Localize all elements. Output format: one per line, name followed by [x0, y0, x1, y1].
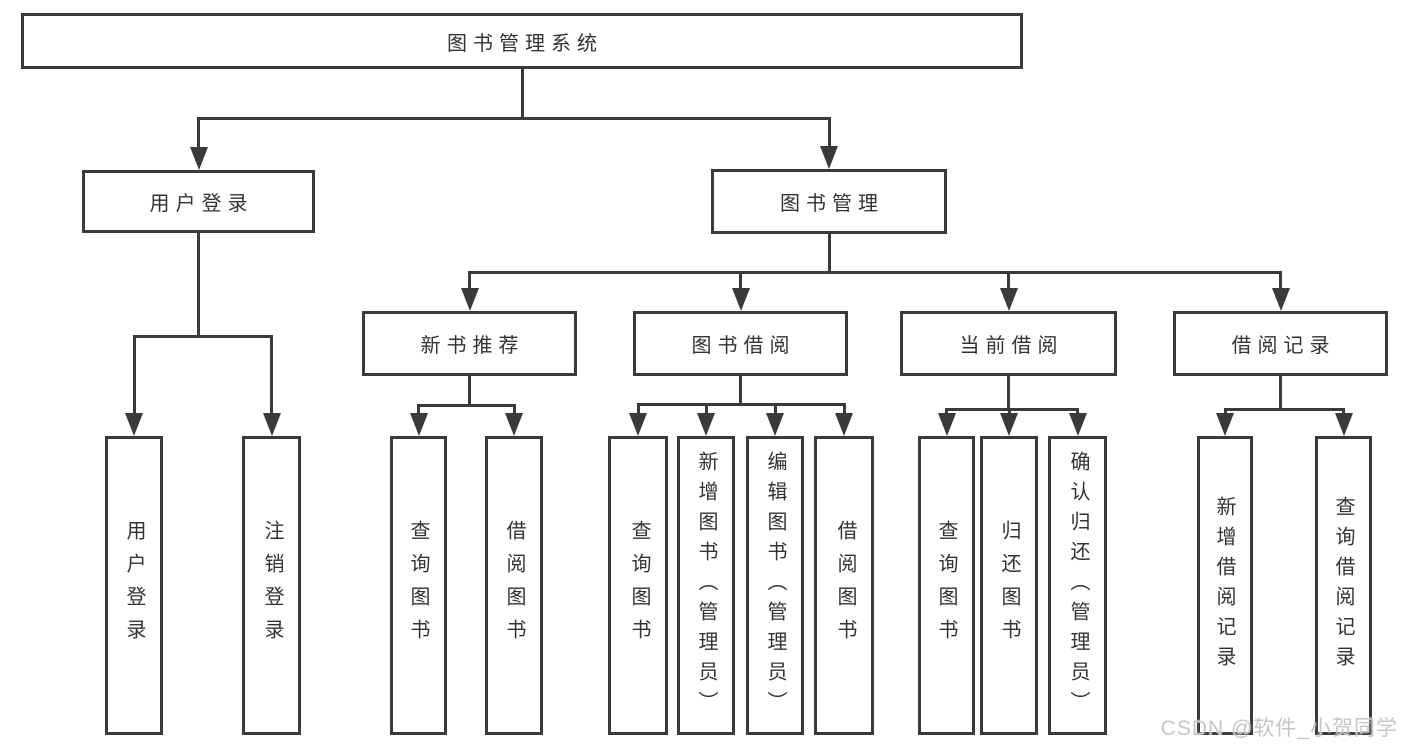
connector-line-vertical: [1007, 271, 1010, 289]
connector-line-horizontal: [132, 335, 273, 338]
node-leaf-query-books-borrow: 查询图书: [608, 436, 668, 735]
connector-line-vertical: [1007, 376, 1010, 411]
arrow-down-icon: [697, 413, 715, 436]
node-leaf-query-borrow-record: 查询借阅记录: [1315, 436, 1372, 735]
arrow-down-icon: [409, 413, 428, 436]
arrow-down-icon: [820, 146, 838, 169]
node-current-borrowing: 当前借阅: [900, 311, 1117, 376]
connector-line-vertical: [827, 117, 831, 148]
arrow-down-icon: [505, 413, 523, 436]
watermark: CSDN @软件_小贺同学: [1160, 717, 1398, 740]
node-book-management: 图书管理: [711, 169, 947, 234]
connector-line-horizontal: [468, 271, 1282, 274]
node-borrowing-records: 借阅记录: [1173, 311, 1388, 376]
arrow-down-icon: [937, 413, 956, 436]
node-leaf-query-books-current: 查询图书: [918, 436, 975, 735]
node-book-borrowing: 图书借阅: [633, 311, 848, 376]
connector-line-horizontal: [197, 117, 831, 120]
connector-line-vertical: [636, 403, 640, 414]
connector-line-horizontal: [417, 404, 516, 407]
arrow-down-icon: [262, 413, 281, 436]
connector-line-vertical: [468, 271, 471, 289]
connector-line-vertical: [1007, 408, 1011, 414]
connector-line-vertical: [1279, 271, 1282, 289]
node-leaf-user-login: 用户登录: [105, 436, 163, 735]
arrow-down-icon: [1271, 288, 1290, 311]
connector-line-vertical: [197, 117, 200, 148]
node-new-book-recommend: 新书推荐: [362, 311, 577, 376]
connector-line-vertical: [132, 335, 136, 414]
node-leaf-add-books-admin: 新增图书（管理员）: [677, 436, 735, 735]
connector-line-vertical: [1076, 408, 1079, 414]
connector-line-vertical: [739, 376, 742, 406]
connector-line-vertical: [827, 234, 831, 274]
arrow-down-icon: [125, 413, 143, 436]
node-leaf-borrow-books-recommend: 借阅图书: [485, 436, 543, 735]
connector-line-vertical: [520, 69, 524, 120]
arrow-down-icon: [766, 413, 784, 436]
connector-line-horizontal: [636, 403, 846, 406]
node-leaf-borrow-books: 借阅图书: [814, 436, 874, 735]
arrow-down-icon: [731, 288, 750, 311]
node-user-login: 用户登录: [82, 170, 315, 233]
node-leaf-add-borrow-record: 新增借阅记录: [1197, 436, 1253, 735]
node-leaf-confirm-return-admin: 确认归还（管理员）: [1048, 436, 1107, 735]
arrow-down-icon: [460, 288, 479, 311]
connector-line-vertical: [197, 233, 200, 338]
connector-line-horizontal: [1223, 408, 1345, 411]
connector-line-horizontal: [945, 408, 1079, 411]
arrow-down-icon: [1216, 413, 1234, 436]
node-leaf-edit-books-admin: 编辑图书（管理员）: [746, 436, 804, 735]
connector-line-vertical: [1342, 408, 1345, 414]
arrow-down-icon: [835, 413, 853, 436]
connector-line-vertical: [468, 376, 471, 407]
arrow-down-icon: [1000, 413, 1018, 436]
connector-line-vertical: [512, 404, 516, 414]
connector-line-vertical: [1223, 408, 1227, 414]
arrow-down-icon: [189, 147, 208, 170]
node-leaf-return-books: 归还图书: [980, 436, 1038, 735]
connector-line-vertical: [1279, 376, 1282, 411]
arrow-down-icon: [629, 413, 647, 436]
arrow-down-icon: [1334, 413, 1353, 436]
arrow-down-icon: [999, 288, 1018, 311]
connector-line-vertical: [739, 271, 742, 289]
node-leaf-logout: 注销登录: [242, 436, 301, 735]
connector-line-vertical: [417, 404, 420, 414]
connector-line-vertical: [842, 403, 846, 414]
arrow-down-icon: [1068, 413, 1087, 436]
connector-line-vertical: [945, 408, 948, 414]
node-leaf-query-books-recommend: 查询图书: [390, 436, 447, 735]
connector-line-vertical: [270, 335, 273, 414]
connector-line-vertical: [773, 403, 777, 414]
connector-line-vertical: [704, 403, 708, 414]
node-library-system: 图书管理系统: [21, 13, 1023, 69]
